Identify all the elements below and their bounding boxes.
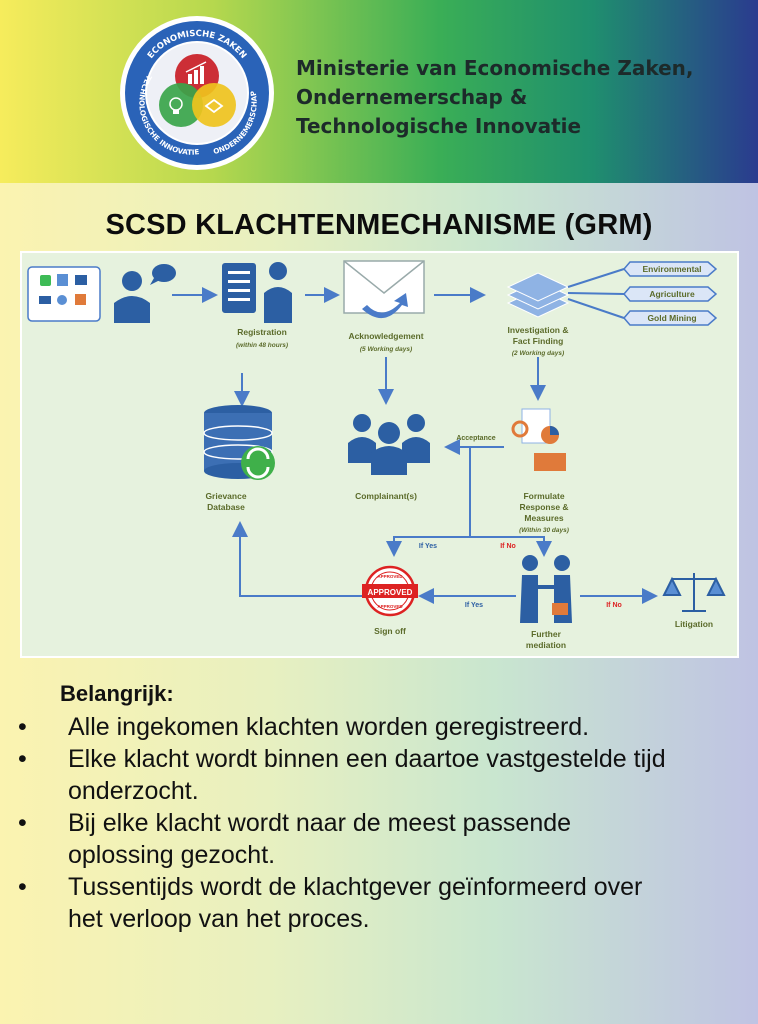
bullet-marker: • <box>18 713 27 741</box>
channel-icons-box <box>27 266 101 322</box>
bar-chart-icon <box>185 61 207 84</box>
formulate-label-3: Measures <box>524 513 563 523</box>
complainant-speaking-icon <box>114 264 176 323</box>
formulate-label-2: Response & <box>519 502 568 512</box>
stamp-bottom: APPROVED <box>377 604 403 609</box>
complainants-label: Complainant(s) <box>355 491 417 501</box>
bullet-marker: • <box>18 809 27 837</box>
list-item-line: Alle ingekomen klachten worden geregistr… <box>68 713 590 741</box>
stamp-top: APPROVED <box>377 574 403 579</box>
ministry-line: Ondernemerschap & <box>296 85 528 109</box>
formulate-sub: (Within 30 days) <box>519 527 569 534</box>
letter-icon <box>75 294 86 305</box>
sign-off-label: Sign off <box>374 626 406 636</box>
investigation-sub: (2 Working days) <box>512 350 564 357</box>
mediation-label-1: Further <box>531 629 561 639</box>
investigation-label-1: Investigation & <box>508 325 569 335</box>
grievance-label-2: Database <box>207 502 245 512</box>
list-item: • Tussentijds wordt de klachtgever geïnf… <box>18 871 748 935</box>
if-yes-label: If Yes <box>465 602 483 609</box>
mediation-label-2: mediation <box>526 640 566 650</box>
list-item-line: Bij elke klacht wordt naar de meest pass… <box>68 809 572 837</box>
arrow <box>386 447 471 557</box>
sector-label: Environmental <box>642 264 701 274</box>
formulate-label-1: Formulate <box>523 491 564 501</box>
ministry-name: Ministerie van Economische Zaken, Ondern… <box>296 54 693 141</box>
ministry-logo: ECONOMISCHE ZAKEN TECHNOLOGISCHE INNOVAT… <box>120 16 274 170</box>
phone-icon <box>39 296 51 304</box>
sector-label: Gold Mining <box>647 313 696 323</box>
if-yes-label: If Yes <box>419 543 437 550</box>
registration-label: Registration <box>237 327 287 337</box>
list-item-line: Elke klacht wordt binnen een daartoe vas… <box>68 745 666 773</box>
sector-connectors <box>567 268 625 319</box>
scales-of-justice-icon <box>662 573 726 612</box>
grm-flow-diagram: Registration (within 48 hours) Acknowled… <box>20 251 739 658</box>
list-item: • Alle ingekomen klachten worden geregis… <box>18 711 748 743</box>
investigation-label-2: Fact Finding <box>513 336 564 346</box>
whatsapp-icon <box>40 275 51 286</box>
notes-heading: Belangrijk: <box>60 681 174 706</box>
sector-tag-environmental: Environmental <box>623 261 718 277</box>
handshake-icon <box>204 98 224 114</box>
list-item-line: onderzocht. <box>68 777 199 805</box>
ministry-line: Technologische Innovatie <box>296 114 582 138</box>
acknowledgement-sub: (5 Working days) <box>360 346 412 353</box>
list-item-line: Tussentijds wordt de klachtgever geïnfor… <box>68 873 643 901</box>
registration-icon <box>222 262 292 323</box>
sector-tag-gold-mining: Gold Mining <box>623 310 718 326</box>
list-item: • Bij elke klacht wordt naar de meest pa… <box>18 807 748 871</box>
if-no-label: If No <box>606 602 622 609</box>
acceptance-label: Acceptance <box>456 435 495 442</box>
bullet-marker: • <box>18 873 27 901</box>
documents-stack-icon <box>506 272 570 318</box>
approved-stamp-icon: APPROVED APPROVED APPROVED <box>362 565 418 617</box>
sector-label: Agriculture <box>649 289 695 299</box>
sector-tag-agriculture: Agriculture <box>623 286 718 302</box>
grievance-label-1: Grievance <box>205 491 246 501</box>
list-item-line: oplossing gezocht. <box>68 841 276 869</box>
arrow <box>232 521 362 597</box>
stamp-main: APPROVED <box>368 588 413 597</box>
person-icon <box>57 295 67 305</box>
document-icon <box>57 274 68 286</box>
list-item-line: het verloop van het proces. <box>68 905 370 933</box>
ministry-line: Ministerie van Economische Zaken, <box>296 56 694 80</box>
bullet-marker: • <box>18 745 27 773</box>
notes-list: • Alle ingekomen klachten worden geregis… <box>18 711 748 935</box>
if-no-label: If No <box>500 543 516 550</box>
mediation-handshake-icon <box>520 555 572 623</box>
database-icon <box>203 405 275 480</box>
envelope-icon <box>343 260 425 319</box>
acknowledgement-label: Acknowledgement <box>348 331 423 341</box>
computer-icon <box>75 275 87 285</box>
page-title: SCSD KLACHTENMECHANISME (GRM) <box>105 209 653 241</box>
registration-sub: (within 48 hours) <box>236 342 288 349</box>
lightbulb-icon <box>169 97 183 114</box>
list-item: • Elke klacht wordt binnen een daartoe v… <box>18 743 748 807</box>
litigation-label: Litigation <box>675 619 713 629</box>
complainants-group-icon <box>348 414 430 475</box>
analysis-icon <box>511 408 566 471</box>
arrow <box>470 536 552 557</box>
header-banner: ECONOMISCHE ZAKEN TECHNOLOGISCHE INNOVAT… <box>0 0 758 183</box>
